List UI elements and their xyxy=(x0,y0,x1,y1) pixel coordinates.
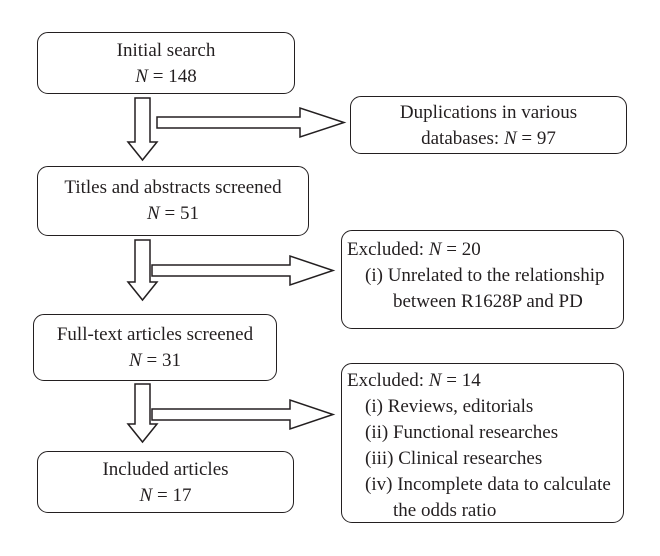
excluded-1-item: (i) Unrelated to the relationship xyxy=(365,265,605,286)
included-box: Included articles N = 17 xyxy=(37,451,294,513)
excluded-2-heading: Excluded: N = 14 xyxy=(347,370,481,391)
excluded-2-item-3: (iii) Clinical researches xyxy=(365,448,543,469)
excluded-2-item-1: (i) Reviews, editorials xyxy=(365,396,534,417)
excluded-2-item-4-continuation: the odds ratio xyxy=(393,500,497,521)
excluded-box-2: Excluded: N = 14 (i) Reviews, editorials… xyxy=(341,363,624,523)
right-arrow-2 xyxy=(151,254,336,287)
excluded-1-heading: Excluded: N = 20 xyxy=(347,239,481,260)
fulltext-count-line: N = 31 xyxy=(129,350,181,371)
excluded-2-item-2: (ii) Functional researches xyxy=(365,422,559,443)
down-arrow-3 xyxy=(126,383,159,444)
excluded-1-item-continuation: between R1628P and PD xyxy=(393,291,583,312)
titles-abstracts-box: Titles and abstracts screened N = 51 xyxy=(37,166,309,236)
fulltext-box: Full-text articles screened N = 31 xyxy=(33,314,277,381)
duplications-label: Duplications in various xyxy=(399,102,578,123)
right-arrow-1 xyxy=(156,106,347,139)
duplications-count-line: databases: N = 97 xyxy=(421,128,556,149)
down-arrow-2 xyxy=(126,239,159,302)
included-label: Included articles xyxy=(102,459,229,480)
right-arrow-3 xyxy=(151,398,336,431)
duplications-box: Duplications in various databases: N = 9… xyxy=(350,96,627,154)
titles-abstracts-count-line: N = 51 xyxy=(147,203,199,224)
initial-search-label: Initial search xyxy=(116,40,216,61)
initial-search-box: Initial search N = 148 xyxy=(37,32,295,94)
included-count-line: N = 17 xyxy=(139,485,192,506)
excluded-box-1: Excluded: N = 20 (i) Unrelated to the re… xyxy=(341,230,624,329)
down-arrow-1 xyxy=(126,97,159,162)
initial-search-count-line: N = 148 xyxy=(135,66,197,87)
titles-abstracts-label: Titles and abstracts screened xyxy=(64,177,282,198)
fulltext-label: Full-text articles screened xyxy=(56,324,254,345)
excluded-2-item-4: (iv) Incomplete data to calculate xyxy=(365,474,611,495)
